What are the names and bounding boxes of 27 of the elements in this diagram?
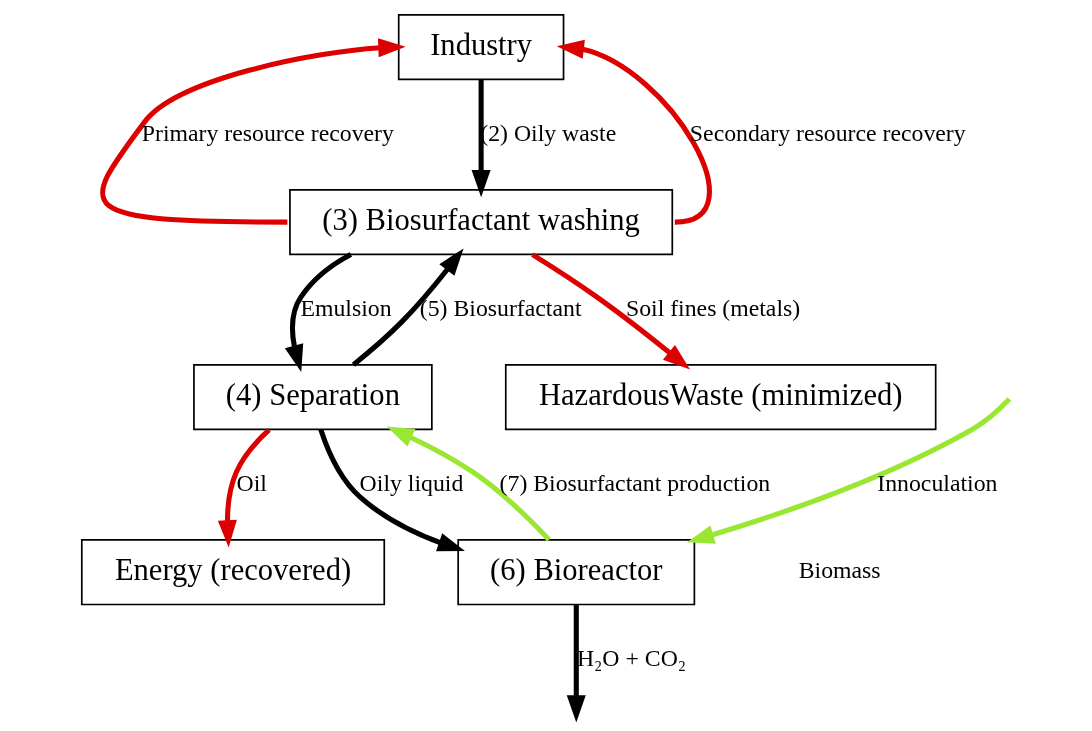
edge-label: Primary resource recovery (141, 119, 394, 146)
edge-label: Emulsion (300, 294, 392, 321)
arrow (217, 428, 271, 548)
arrow (687, 397, 1012, 544)
label: Biomass (798, 557, 881, 584)
arrow (471, 79, 491, 198)
edge-label: Soil fines (metals) (625, 294, 801, 321)
arrow (318, 428, 465, 552)
node-box: (3) Biosurfactant washing (289, 189, 674, 256)
edge-label: Innoculation (877, 469, 998, 496)
node-box: Industry (397, 14, 565, 81)
arrow (566, 604, 586, 723)
node-box: HazardousWaste (minimized) (504, 364, 937, 431)
node-box: Energy (recovered) (80, 539, 386, 606)
arrow (531, 252, 691, 370)
node-box: (4) Separation (193, 364, 433, 431)
edge-label: (5) Biosurfactant (419, 294, 582, 321)
arrow (556, 39, 712, 225)
arrow (386, 426, 551, 542)
arrow (351, 248, 464, 367)
arrow (100, 38, 406, 225)
edge-label: Oily liquid (359, 469, 464, 496)
edge-label: (7) Biosurfactant production (499, 469, 771, 496)
node-box: (6) Bioreactor (457, 539, 696, 606)
arrow (284, 252, 353, 372)
edge-label: Secondary resource recovery (689, 119, 966, 146)
edge-label: Oil (236, 469, 267, 496)
